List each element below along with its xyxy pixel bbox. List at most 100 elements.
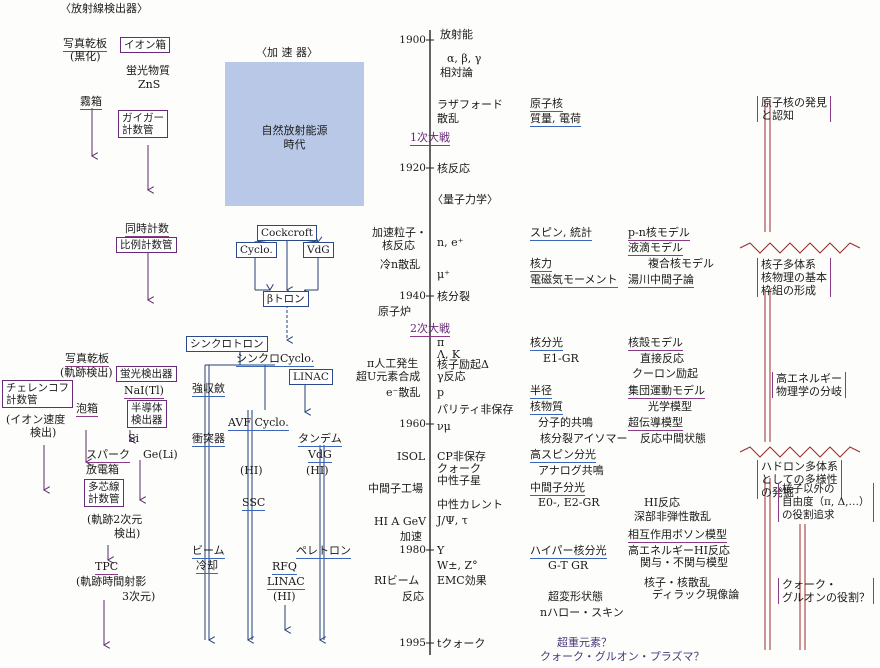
phys-13: クーロン励起 — [632, 367, 698, 380]
era-2: 高エネルギー物理学の分岐 — [772, 372, 846, 398]
detector-heading: 〈放射線検出器〉 — [60, 2, 148, 15]
year-1940: 1940 — [399, 290, 426, 302]
cherenkov-line-2: 計数管 — [6, 394, 38, 406]
left-label-5: 超U元素合成 — [356, 370, 421, 383]
event-16: νμ — [437, 420, 451, 433]
beam-label: ビーム — [192, 544, 225, 559]
track-detect-label: (軌跡検出) — [60, 366, 113, 379]
fluorescent-label: 蛍光物質 — [126, 64, 170, 77]
phys-7: 電磁気モーメント — [530, 273, 618, 288]
year-1995: 1995 — [399, 637, 426, 649]
event-7: n, e⁺ — [437, 236, 464, 249]
linac-box: LINAC — [289, 369, 333, 385]
discharge-label: 放電箱 — [86, 463, 119, 476]
hi3-label: (HI) — [273, 590, 296, 603]
left-label-3: 原子炉 — [378, 305, 411, 318]
ion-chamber-box: イオン箱 — [120, 37, 170, 53]
track-time-label: (軌跡時間射影 — [76, 575, 147, 588]
event-9: 核分裂 — [437, 290, 470, 303]
vdg-box: VdG — [303, 242, 334, 258]
track-2d-label-2: 検出) — [114, 527, 141, 540]
phys-8: 湯川中間子論 — [628, 273, 694, 288]
event-15: パリティ非保存 — [437, 403, 514, 416]
phys-6: 核力 — [530, 257, 552, 272]
year-1980: 1980 — [399, 544, 426, 556]
coincidence-label: 同時計数 — [125, 222, 169, 237]
collider-label: 衝突器 — [192, 432, 225, 447]
semiconductor-line-1: 半導体 — [131, 402, 163, 414]
event-3: ラザフォード — [437, 98, 503, 111]
event-11: Λ, K — [437, 348, 461, 361]
left-label-12: 反応 — [402, 590, 424, 603]
synchrocyclo-label: シンクロCyclo. — [236, 352, 315, 367]
phys-9: 核分光 — [530, 336, 563, 351]
phys-21: 反応中間状態 — [640, 432, 706, 445]
left-label-7: ISOL — [397, 450, 426, 463]
multiwire-line-1: 多芯線 — [88, 481, 120, 493]
ion-speed-label-2: 検出) — [30, 426, 57, 439]
phys-35: ディラック現像論 — [652, 588, 740, 601]
geiger-line-1: ガイガー — [122, 112, 164, 124]
phys-19: 超伝導模型 — [628, 416, 683, 431]
phys-0: 原子核 — [530, 97, 563, 112]
event-20: 中性カレント — [437, 498, 503, 511]
geiger-box: ガイガー 計数管 — [118, 110, 168, 138]
accelerator-heading: 〈加 速 器〉 — [256, 46, 318, 59]
phys-34: 超変形状態 — [548, 590, 603, 603]
phys-1: 質量, 電荷 — [530, 112, 581, 127]
era-5: クォーク・グルオンの役割？ — [778, 578, 874, 604]
event-24: EMC効果 — [437, 574, 487, 587]
era-0: 原子核の発見と認知 — [757, 96, 831, 122]
left-label-4: π人工発生 — [367, 357, 419, 370]
left-label-9: HI A GeV — [374, 515, 427, 528]
left-label-1: 核反応 — [382, 239, 415, 252]
event-19: 中性子星 — [437, 474, 481, 487]
event-4: 散乱 — [437, 112, 459, 125]
war-2: 2次大戦 — [410, 322, 450, 337]
event-14: p — [437, 386, 445, 399]
phys-23: アナログ共鳴 — [538, 464, 604, 477]
phys-24: 中間子分光 — [530, 481, 585, 496]
left-label-11: RIビーム — [374, 574, 420, 587]
event-1: α, β, γ — [447, 52, 482, 65]
left-label-10: 加速 — [400, 530, 422, 543]
phys-30: 高エネルギーHI反応 — [628, 544, 730, 557]
phys-16: 核物質 — [530, 400, 563, 415]
semiconductor-line-2: 検出器 — [131, 414, 163, 426]
phys-26: HI反応 — [644, 496, 680, 509]
phys-36: nハロー・スキン — [540, 606, 624, 619]
proportional-box: 比例計数管 — [116, 237, 177, 253]
natural-source-label-2: 時代 — [283, 138, 306, 151]
phys-12: 直接反応 — [640, 352, 684, 365]
cloud-chamber-2: 泡箱 — [76, 402, 98, 417]
phys-14: 半径 — [530, 384, 552, 399]
phys-17: 光学模型 — [648, 400, 692, 413]
era-3: ハドロン多体系としての多様性の発掘 — [757, 460, 842, 499]
event-0: 放射能 — [440, 28, 473, 41]
blackening-label: (黒化) — [70, 50, 101, 63]
phys-25: E0-, E2-GR — [538, 496, 600, 509]
event-8: μ⁺ — [437, 268, 450, 281]
linac2-label: LINAC — [267, 575, 305, 590]
event-10: π — [437, 336, 445, 349]
event-25: tクォーク — [437, 637, 486, 650]
cloud-chamber-1: 霧箱 — [80, 95, 102, 110]
ssc-label: SSC — [242, 496, 266, 511]
event-6: 〈量子力学〉 — [432, 193, 498, 206]
hi1-label: (HI) — [240, 464, 263, 477]
era-1: 核子多体系核物理の基本枠組の形成 — [757, 258, 831, 297]
tpc-label: TPC — [95, 560, 119, 575]
dim3-label: 3次元) — [122, 590, 156, 603]
phys-33: 核子・核散乱 — [644, 576, 710, 589]
hi2-label: (HI) — [306, 464, 329, 477]
cockcroft-box: Cockcroft — [257, 225, 317, 241]
semiconductor-box: 半導体 検出器 — [127, 400, 167, 428]
pelletron-label: ペレトロン — [296, 544, 351, 559]
zns-label: ZnS — [138, 78, 161, 91]
phys-5: 複合核モデル — [648, 257, 714, 270]
cherenkov-box: チェレンコフ 計数管 — [2, 380, 73, 408]
year-1900: 1900 — [399, 34, 426, 46]
phys-10: 核殻モデル — [628, 336, 683, 351]
ge-label: Ge(Li) — [143, 448, 178, 461]
